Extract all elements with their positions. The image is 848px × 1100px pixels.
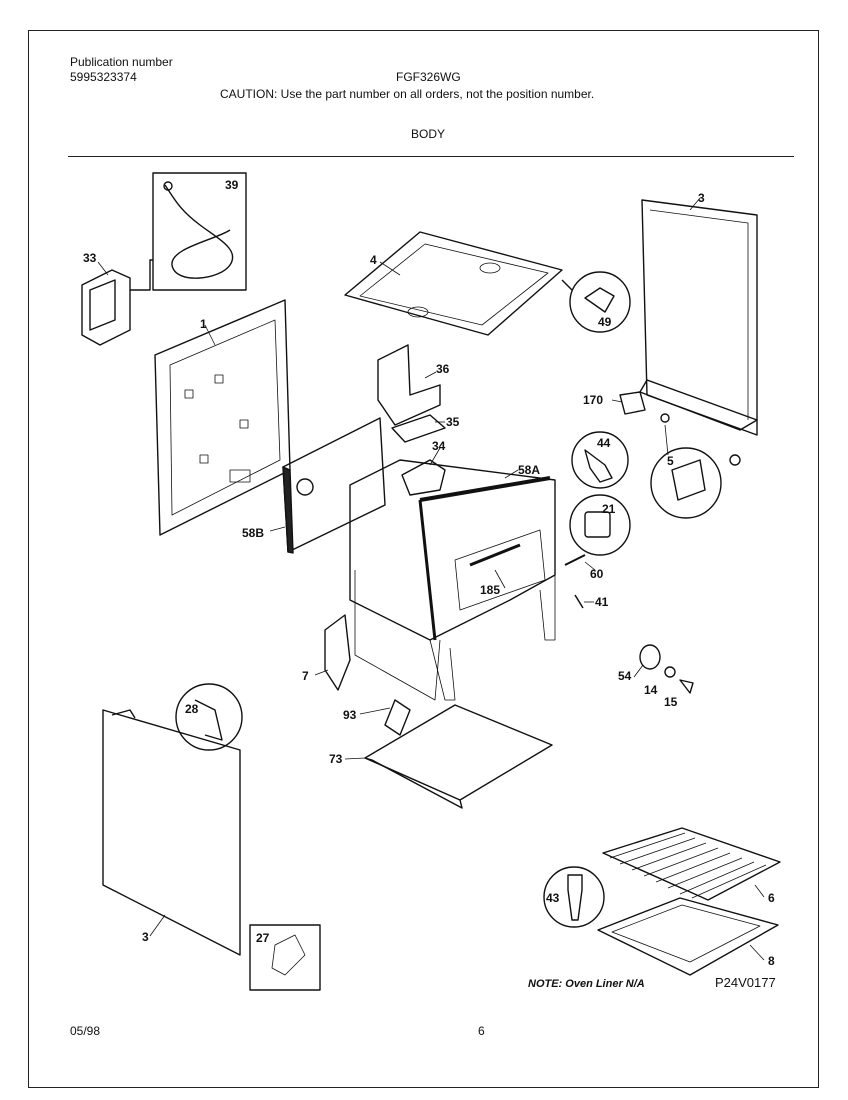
detail-circle-5 [650,447,722,519]
page-number: 6 [478,1024,485,1038]
oven-cavity-part [349,459,556,641]
callout-8: 8 [768,954,775,968]
top-panel-part [344,231,563,336]
callout-28: 28 [185,702,199,716]
back-panel-part [154,299,291,536]
detail-circle-49 [569,271,631,333]
callout-44: 44 [597,436,611,450]
callout-185: 185 [480,583,500,597]
vent-duct-part [377,344,441,426]
oven-rack-part [602,827,781,901]
detail-circle-21 [569,494,631,556]
callout-1: 1 [200,317,207,331]
callout-33: 33 [83,251,97,265]
callout-27: 27 [256,931,270,945]
broiler-pan-part [597,897,779,976]
callout-3-left: 3 [142,930,149,944]
callout-170: 170 [583,393,603,407]
diagram-code: P24V0177 [715,975,776,990]
wire-harness-part [164,184,234,279]
clip-inset-box [249,924,321,991]
callout-58B: 58B [242,526,264,540]
callout-7: 7 [302,669,309,683]
burner-bracket-part [324,614,351,691]
knob-part [639,644,661,670]
callout-41: 41 [595,595,609,609]
callout-58A: 58A [518,463,540,477]
callout-73: 73 [329,752,343,766]
callout-43: 43 [546,891,560,905]
callout-4: 4 [370,253,377,267]
connector-block-part [81,269,131,346]
bracket-93-part [384,699,411,736]
insulation-pad-part [282,417,386,553]
callout-93: 93 [343,708,357,722]
publication-number: 5995323374 [70,70,137,84]
callout-35: 35 [446,415,460,429]
revision-date: 05/98 [70,1024,101,1038]
harness-inset-box [152,172,247,291]
callout-39: 39 [225,178,239,192]
oven-liner-note: NOTE: Oven Liner N/A [528,978,645,990]
publication-label: Publication number [70,55,173,69]
callout-60: 60 [590,567,604,581]
base-panel-part [364,704,553,801]
detail-circle-28 [175,683,243,751]
callout-36: 36 [436,362,450,376]
callout-21: 21 [602,502,616,516]
detail-circle-43 [543,866,605,928]
section-title: BODY [411,127,446,141]
model-number: FGF326WG [396,70,461,84]
header-divider [68,156,794,157]
callout-3-right: 3 [698,191,705,205]
side-panel-right-part [641,199,758,436]
callout-5: 5 [667,454,674,468]
callout-14: 14 [644,683,658,697]
callout-15: 15 [664,695,678,709]
callout-54: 54 [618,669,632,683]
side-panel-left-part [102,709,241,956]
detail-circle-44 [571,431,629,489]
page-border [28,30,819,1088]
burner-part [401,459,446,496]
caution-text: CAUTION: Use the part number on all orde… [220,87,595,101]
callout-6: 6 [768,891,775,905]
callout-49: 49 [598,315,612,329]
bracket-part [619,391,646,415]
callout-34: 34 [432,439,446,453]
